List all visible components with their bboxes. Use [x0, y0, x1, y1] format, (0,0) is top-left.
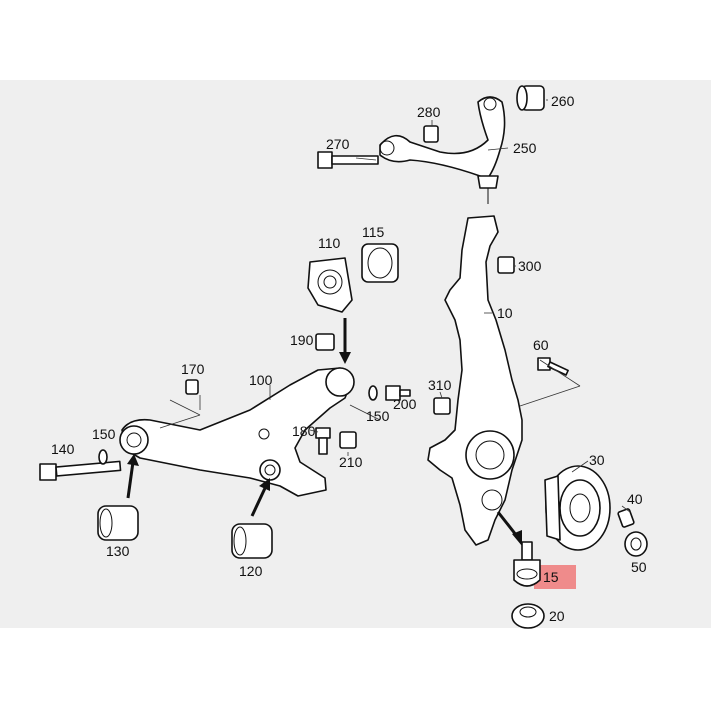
ball-joint-15[interactable] [513, 541, 541, 587]
bushing-130[interactable] [97, 505, 139, 541]
label-210[interactable]: 210 [339, 454, 363, 470]
nut-50[interactable] [624, 531, 648, 557]
label-130[interactable]: 130 [106, 543, 130, 559]
label-280[interactable]: 280 [417, 104, 441, 120]
washer-150-right[interactable] [368, 385, 378, 401]
label-250[interactable]: 250 [513, 140, 537, 156]
leader-lines [159, 99, 631, 513]
label-10[interactable]: 10 [497, 305, 513, 321]
washer-150-left[interactable] [98, 449, 108, 465]
bolt-200[interactable] [385, 385, 411, 401]
label-270[interactable]: 270 [326, 136, 350, 152]
label-170[interactable]: 170 [181, 361, 205, 377]
label-200[interactable]: 200 [393, 396, 417, 412]
nut-210[interactable] [339, 431, 357, 449]
part-labels: 10 15 20 30 40 50 60 100 110 115 120 130… [51, 93, 647, 624]
bushing-115[interactable] [361, 243, 399, 283]
label-140[interactable]: 140 [51, 441, 75, 457]
bolt-60[interactable] [537, 357, 569, 376]
wheel-hub[interactable] [544, 465, 611, 551]
arrow-130-to-arm [126, 461, 135, 499]
label-100[interactable]: 100 [249, 372, 273, 388]
label-110[interactable]: 110 [318, 235, 341, 251]
label-300[interactable]: 300 [518, 258, 542, 274]
bushing-260[interactable] [516, 85, 545, 111]
upper-control-arm[interactable] [379, 96, 506, 204]
label-40[interactable]: 40 [627, 491, 643, 507]
bolt-140[interactable] [39, 460, 122, 481]
arrow-head [512, 530, 522, 546]
nut-310[interactable] [433, 397, 451, 415]
label-150-left[interactable]: 150 [92, 426, 116, 442]
bushing-110[interactable] [307, 257, 353, 313]
label-20[interactable]: 20 [549, 608, 565, 624]
nut-170[interactable] [185, 379, 199, 395]
label-30[interactable]: 30 [589, 452, 605, 468]
label-50[interactable]: 50 [631, 559, 647, 575]
part-15-highlight [534, 565, 576, 589]
bolt-40[interactable] [617, 508, 635, 528]
label-190[interactable]: 190 [290, 332, 314, 348]
label-150-right[interactable]: 150 [366, 408, 390, 424]
label-180[interactable]: 180 [292, 423, 316, 439]
lower-control-arm[interactable] [119, 367, 355, 497]
bolt-180[interactable] [315, 427, 331, 455]
steering-knuckle[interactable] [427, 215, 523, 546]
nut-280[interactable] [423, 125, 439, 143]
label-115[interactable]: 115 [362, 224, 385, 240]
arrow-120-to-arm [250, 485, 268, 517]
nut-300[interactable] [497, 256, 515, 274]
label-120[interactable]: 120 [239, 563, 263, 579]
bushing-120[interactable] [231, 523, 273, 559]
label-60[interactable]: 60 [533, 337, 549, 353]
label-310[interactable]: 310 [428, 377, 452, 393]
label-15[interactable]: 15 [543, 569, 559, 585]
boot-20[interactable] [511, 603, 545, 629]
nut-190[interactable] [315, 333, 335, 351]
bolt-270[interactable] [317, 151, 379, 169]
label-260[interactable]: 260 [551, 93, 575, 109]
